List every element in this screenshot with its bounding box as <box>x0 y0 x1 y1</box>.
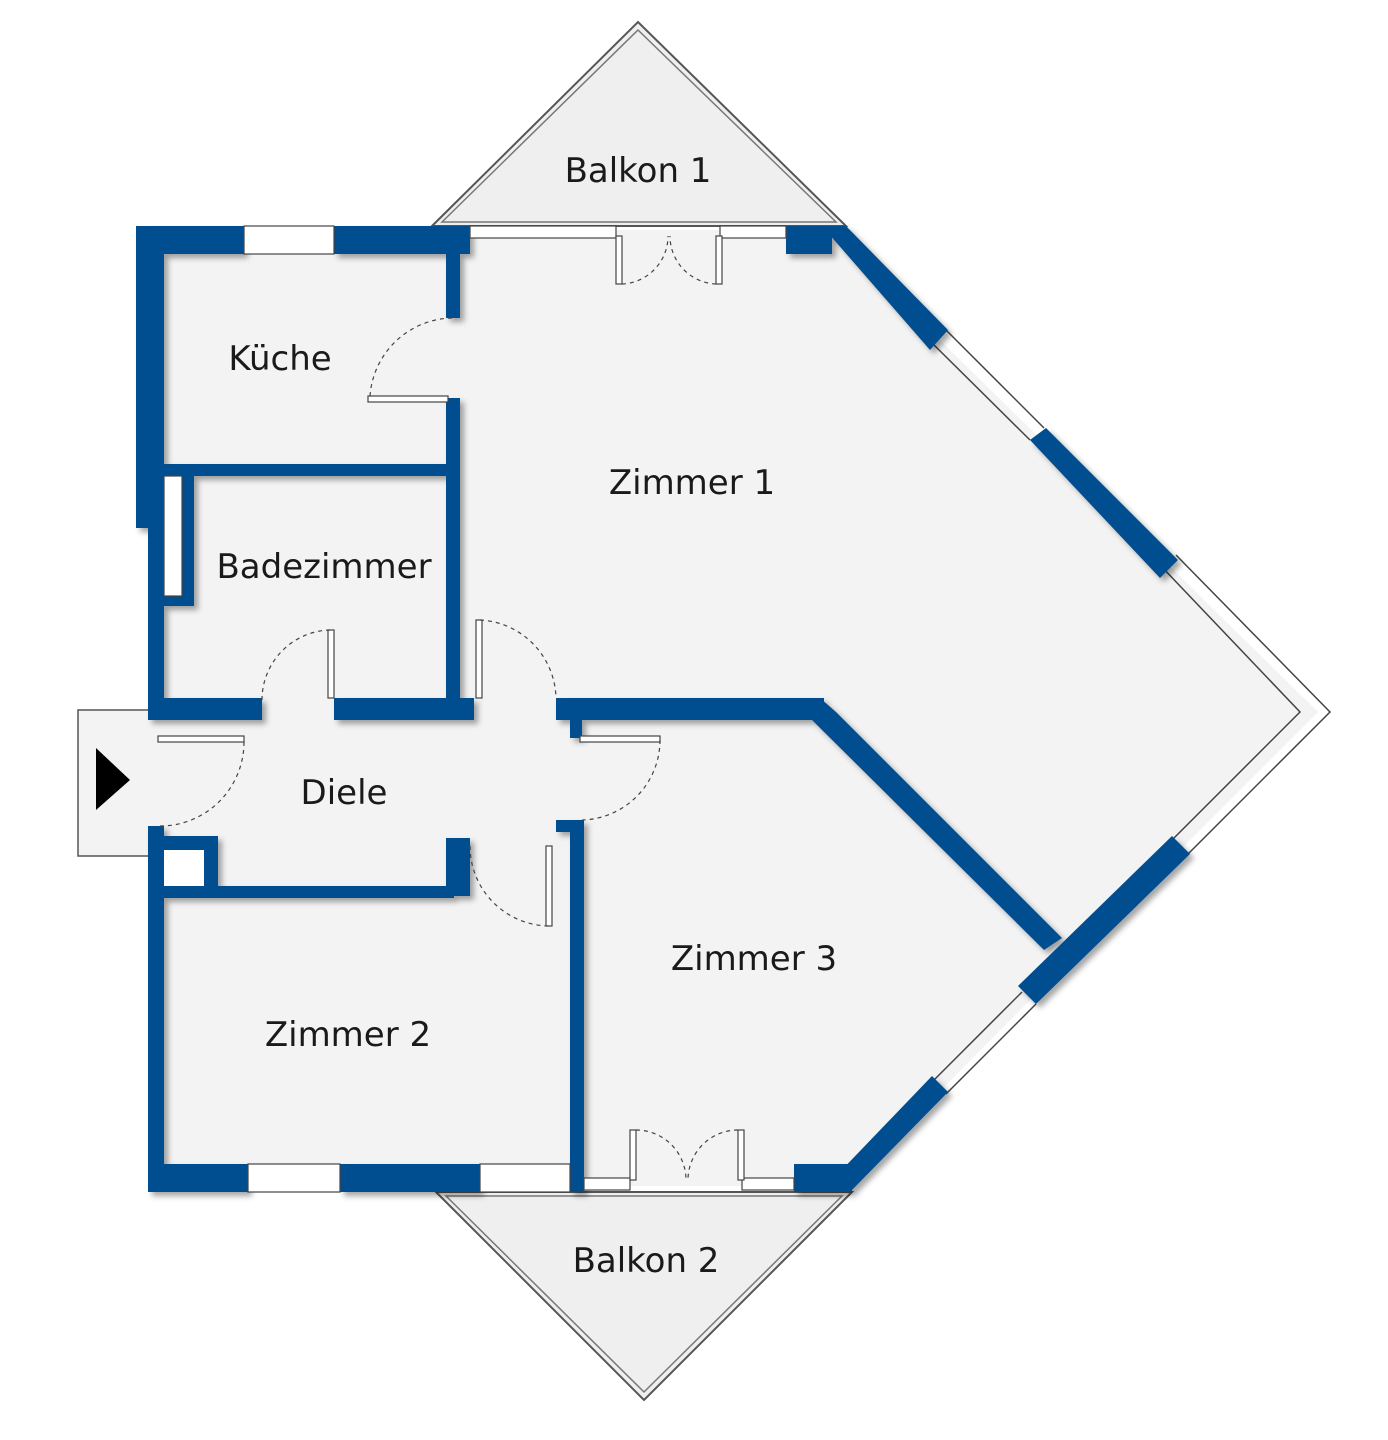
walls <box>136 226 1190 1192</box>
windows <box>163 225 795 1193</box>
label-badezimmer: Badezimmer <box>216 547 431 587</box>
label-diele: Diele <box>301 773 388 813</box>
label-zimmer-2: Zimmer 2 <box>265 1015 431 1055</box>
label-balkon-2: Balkon 2 <box>573 1241 720 1281</box>
label-kueche: Küche <box>228 339 331 379</box>
entrance-arrow-icon <box>96 748 130 810</box>
glass-facade <box>931 329 1332 1095</box>
entrance-area <box>77 709 159 857</box>
label-zimmer-1: Zimmer 1 <box>609 463 775 503</box>
label-balkon-1: Balkon 1 <box>565 151 712 191</box>
balcony-2 <box>433 1191 855 1402</box>
doors <box>157 235 745 1181</box>
balcony-1 <box>429 20 849 227</box>
label-zimmer-3: Zimmer 3 <box>671 939 837 979</box>
